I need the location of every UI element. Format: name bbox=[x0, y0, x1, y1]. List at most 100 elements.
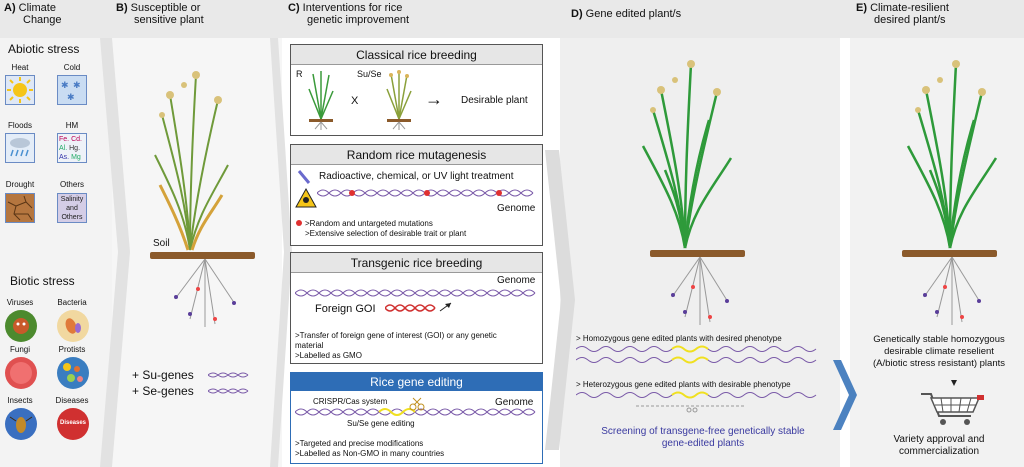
bacteria-label: Bacteria bbox=[57, 298, 87, 307]
virus-icon bbox=[5, 310, 37, 342]
mutagenesis-genome-label: Genome bbox=[497, 203, 536, 214]
panel-c-title-line2: genetic improvement bbox=[307, 14, 410, 26]
hm-fe: Fe. bbox=[59, 136, 70, 143]
classical-arrow: → bbox=[425, 89, 443, 109]
panel-d-roots-icon bbox=[671, 257, 729, 325]
gene-edited-rice-plant-icon bbox=[641, 60, 733, 249]
mutagenesis-note1: >Random and untargeted mutations bbox=[305, 219, 433, 228]
protists-label: Protists bbox=[58, 345, 86, 354]
variety-line1: Variety approval and bbox=[893, 434, 985, 445]
protists-icon bbox=[57, 357, 89, 389]
hm-cd: Cd. bbox=[71, 136, 82, 143]
scissors-icon bbox=[409, 397, 425, 411]
heavy-metals-icon: Fe. Cd. Al. Hg. As. Mg bbox=[57, 133, 87, 163]
classical-cross-x: X bbox=[351, 95, 359, 107]
viruses-label: Viruses bbox=[6, 298, 34, 307]
panel-b-title-line1: Susceptible or bbox=[130, 2, 201, 14]
transgenic-box: Transgenic rice breeding Genome Foreign … bbox=[290, 252, 543, 364]
panel-e-roots-icon bbox=[923, 257, 981, 325]
mutagenesis-treatment: Radioactive, chemical, or UV light treat… bbox=[319, 171, 514, 182]
variety-approval-text: Variety approval and commercialization bbox=[856, 434, 1022, 458]
panel-e-title-line1: Climate-resilient bbox=[870, 2, 949, 14]
rice-plant-suse-icon bbox=[386, 70, 412, 130]
heterozygous-label: > Heterozygous gene edited plants with d… bbox=[576, 380, 791, 389]
panel-d-bg bbox=[560, 0, 840, 467]
foreign-goi-dna-icon bbox=[385, 302, 452, 312]
transgenic-note2: >Labelled as GMO bbox=[295, 351, 362, 360]
others-text-line3: Others bbox=[61, 214, 83, 221]
panel-e-title: E) Climate-resilient desired plant/s bbox=[856, 2, 949, 26]
homozygous-label: > Homozygous gene edited plants with des… bbox=[576, 334, 782, 343]
rice-plant-r-icon bbox=[308, 71, 334, 130]
mutagenesis-box: Random rice mutagenesis Radioactive, che… bbox=[290, 144, 543, 246]
panel-e-title-line2: desired plant/s bbox=[874, 14, 946, 26]
biotic-title: Biotic stress bbox=[10, 274, 75, 288]
transgenic-note1: >Transfer of foreign gene of interest (G… bbox=[295, 331, 497, 340]
panel-c-title: C) Interventions for rice genetic improv… bbox=[288, 2, 409, 26]
transgenic-dna-icon bbox=[295, 289, 536, 297]
resilient-desc-line3: (A/biotic stress resistant) plants bbox=[873, 358, 1005, 369]
mutation-dot-icon bbox=[296, 220, 302, 226]
screening-line1: Screening of transgene-free genetically … bbox=[601, 426, 805, 437]
cold-label: Cold bbox=[63, 63, 81, 72]
panel-e-letter: E) bbox=[856, 2, 867, 14]
insect-icon bbox=[5, 408, 37, 440]
others-icon: Salinity and Others bbox=[57, 193, 87, 223]
snowflake-icon: ✱✱✱ bbox=[57, 75, 87, 105]
classical-breeding-title: Classical rice breeding bbox=[291, 45, 542, 65]
insects-label: Insects bbox=[7, 396, 33, 405]
panel-b-title: B) Susceptible or sensitive plant bbox=[116, 2, 204, 26]
drought-label: Drought bbox=[5, 180, 35, 189]
classical-result: Desirable plant bbox=[461, 95, 528, 106]
se-genes-label: + Se-genes bbox=[132, 384, 194, 398]
panel-a-title-line2: Change bbox=[23, 14, 62, 26]
transgenic-title: Transgenic rice breeding bbox=[291, 253, 542, 273]
resilient-desc-line2: desirable climate reselient bbox=[884, 346, 994, 357]
others-label: Others bbox=[59, 180, 84, 189]
diseases-label: Diseases bbox=[55, 396, 89, 405]
editing-genome-label: Genome bbox=[495, 397, 534, 408]
chevron-separator-ab bbox=[100, 38, 130, 467]
classical-suse-label: Su/Se bbox=[357, 69, 382, 79]
hm-mg: Mg bbox=[71, 154, 81, 161]
su-genes-label: + Su-genes bbox=[132, 368, 194, 382]
homozygous-dna-icon bbox=[576, 345, 817, 364]
panel-b-soil-bar bbox=[150, 252, 255, 259]
suse-editing-label: Su/Se gene editing bbox=[347, 419, 415, 428]
panel-d-title-text: Gene edited plant/s bbox=[585, 8, 682, 20]
diseases-badge: Diseases bbox=[59, 420, 87, 426]
editing-note2: >Labelled as Non-GMO in many countries bbox=[295, 449, 445, 458]
climate-resilient-rice-plant-icon bbox=[906, 60, 998, 249]
panel-a-letter: A) bbox=[4, 2, 16, 14]
panel-c-letter: C) bbox=[288, 2, 300, 14]
crispr-label: CRISPR/Cas system bbox=[313, 397, 388, 406]
classical-r-label: R bbox=[296, 69, 303, 79]
svg-text:✱: ✱ bbox=[61, 80, 69, 90]
chevron-separator-bc bbox=[270, 38, 292, 467]
panel-b-title-line2: sensitive plant bbox=[134, 14, 204, 26]
panel-d-soil-bar bbox=[650, 250, 745, 257]
hm-hg: Hg. bbox=[69, 145, 81, 152]
transgenic-genome-label: Genome bbox=[497, 275, 536, 286]
mutagenesis-dna-icon bbox=[317, 189, 534, 197]
radiation-hazard-icon bbox=[295, 170, 317, 208]
panel-e-bg bbox=[850, 0, 1024, 467]
sun-icon bbox=[5, 75, 35, 105]
panel-d-title: D) Gene edited plant/s bbox=[571, 8, 681, 20]
panel-a-title: A) Climate Change bbox=[4, 2, 62, 26]
heat-label: Heat bbox=[11, 63, 29, 72]
svg-text:✱: ✱ bbox=[67, 92, 75, 102]
gene-editing-title: Rice gene editing bbox=[291, 373, 542, 391]
panel-b-letter: B) bbox=[116, 2, 128, 14]
fungi-label: Fungi bbox=[9, 345, 30, 354]
soil-label: Soil bbox=[153, 238, 170, 249]
gene-editing-box: Rice gene editing CRISPR/Cas system Geno… bbox=[290, 372, 543, 464]
susceptible-rice-plant-icon bbox=[154, 71, 229, 251]
hm-label: HM bbox=[65, 121, 79, 130]
others-text-line1: Salinity bbox=[60, 196, 84, 203]
classical-breeding-box: Classical rice breeding R Su/Se X → Desi… bbox=[290, 44, 543, 136]
heterozygous-dna-icon bbox=[576, 391, 817, 413]
panel-c-title-line1: Interventions for rice bbox=[302, 2, 403, 14]
rain-icon bbox=[5, 133, 35, 163]
header-band bbox=[0, 0, 1024, 38]
